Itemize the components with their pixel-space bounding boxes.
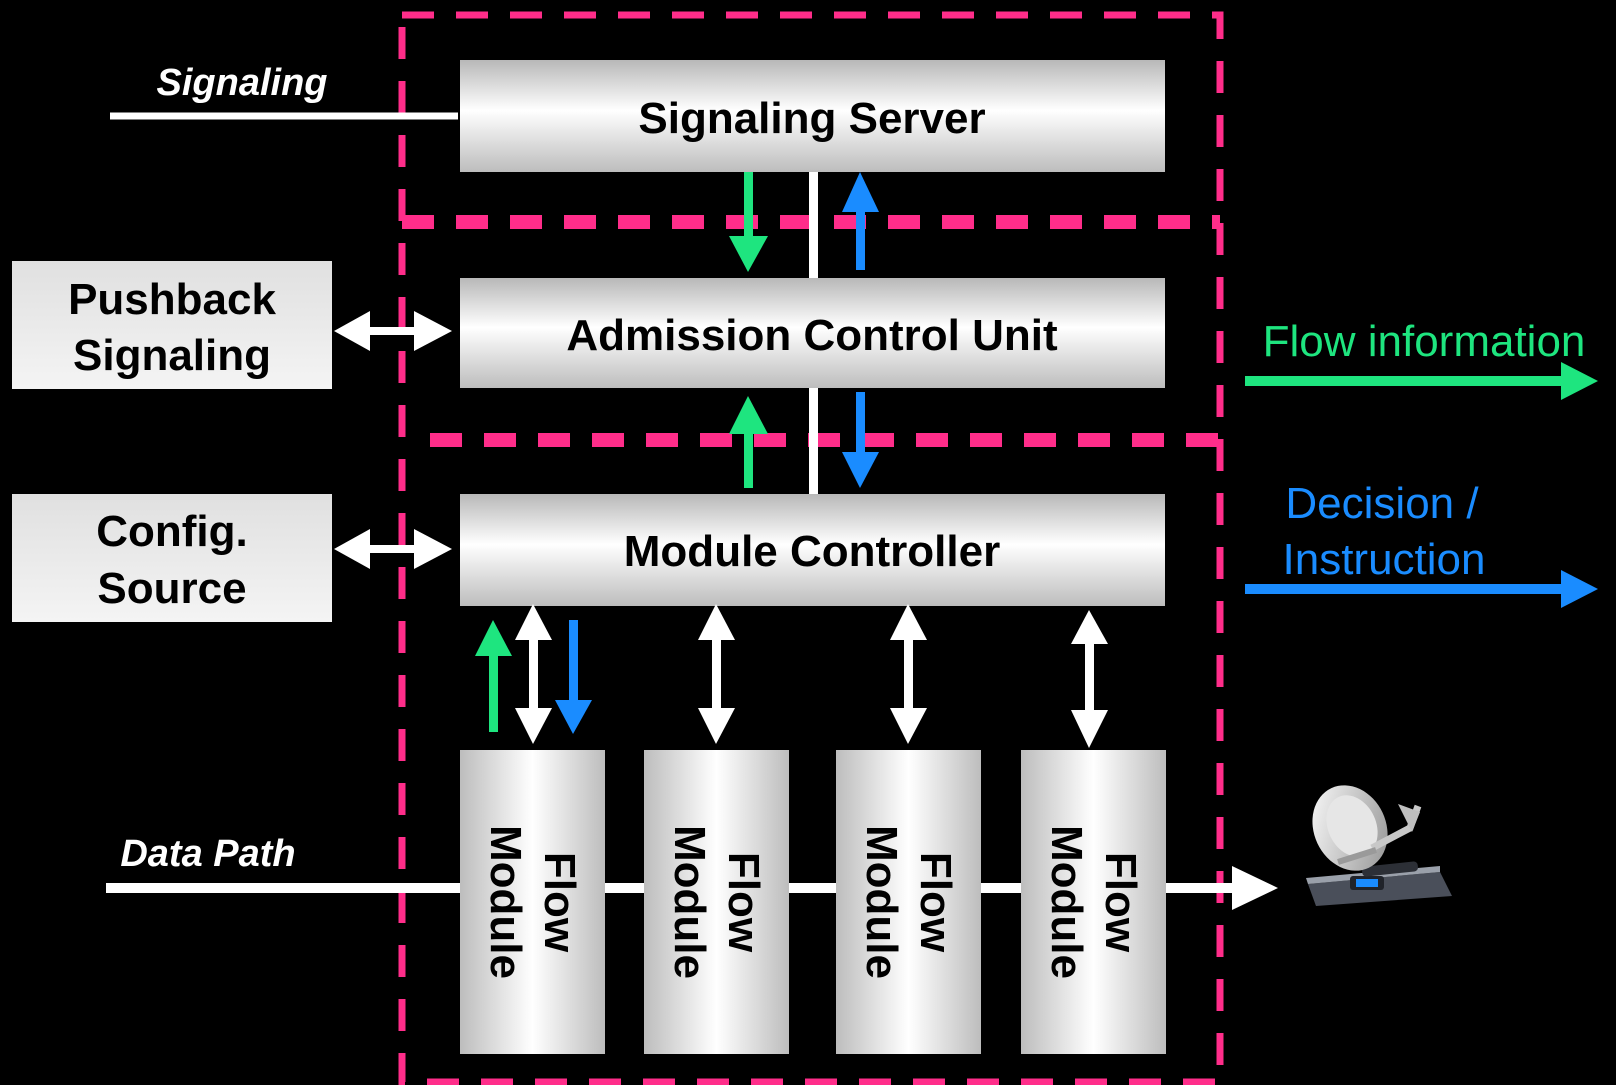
flow-module-4-line2: Module [1042, 825, 1091, 979]
connector-server-to-acu [809, 172, 818, 278]
pushback-signaling-box: Pushback Signaling [12, 261, 332, 389]
data-path-label: Data Path [120, 833, 295, 875]
signaling-server-label: Signaling Server [638, 94, 985, 143]
decision-arrow-acu-to-server [842, 172, 879, 270]
flow-module-2: Flow Module [644, 750, 789, 1054]
pushback-signaling-label-line2: Signaling [73, 331, 271, 380]
config-source-box: Config. Source [12, 494, 332, 622]
legend-decision-arrowhead [1561, 570, 1598, 608]
config-bidirectional-arrow [334, 529, 452, 569]
legend-flow-information-arrowhead [1561, 362, 1598, 400]
legend-decision-label-line1: Decision / [1285, 479, 1479, 528]
controller-module-bidirectional-arrow-2 [698, 604, 735, 744]
flow-module-2-line1: Flow [719, 852, 768, 953]
data-path-arrowhead [1232, 866, 1278, 910]
decision-arrow-controller-to-module [555, 620, 592, 734]
admission-control-unit-box: Admission Control Unit [460, 278, 1165, 388]
config-source-label-line2: Source [97, 564, 246, 613]
legend-flow-information-label: Flow information [1263, 317, 1586, 366]
legend-decision-line [1245, 584, 1565, 594]
satellite-dish-receiver-icon [1306, 785, 1452, 906]
decision-arrow-acu-to-controller [842, 392, 879, 488]
controller-module-bidirectional-arrow-1 [515, 604, 552, 744]
flow-module-4: Flow Module [1021, 750, 1166, 1054]
controller-module-bidirectional-arrow-3 [890, 604, 927, 744]
flow-module-1-line1: Flow [535, 852, 584, 953]
legend: Flow information Decision / Instruction [1245, 317, 1598, 608]
signaling-input: Signaling [110, 62, 458, 120]
flow-module-4-line1: Flow [1096, 852, 1145, 953]
pushback-bidirectional-arrow [334, 311, 452, 351]
legend-decision-label-line2: Instruction [1283, 535, 1486, 584]
flow-module-3-line2: Module [857, 825, 906, 979]
module-controller-box: Module Controller [460, 494, 1165, 606]
controller-module-bidirectional-arrow-4 [1071, 610, 1108, 748]
system-boundary [398, 11, 1224, 1085]
flow-module-1-line2: Module [481, 825, 530, 979]
flow-module-3-line1: Flow [911, 852, 960, 953]
connector-acu-to-controller [809, 388, 818, 494]
flow-module-1: Flow Module [460, 750, 605, 1054]
pushback-signaling-label-line1: Pushback [68, 275, 276, 324]
legend-flow-information-line [1245, 376, 1565, 386]
config-source-label-line1: Config. [96, 507, 248, 556]
flow-module-3: Flow Module [836, 750, 981, 1054]
admission-control-unit-label: Admission Control Unit [566, 311, 1058, 360]
flow-info-arrow-controller-to-acu [729, 396, 768, 488]
signaling-label: Signaling [157, 62, 328, 104]
module-controller-label: Module Controller [624, 527, 1000, 576]
flow-info-arrow-module-to-controller [475, 620, 512, 732]
flow-info-arrow-server-to-acu [729, 172, 768, 272]
flow-module-2-line2: Module [665, 825, 714, 979]
signaling-server-box: Signaling Server [460, 60, 1165, 172]
